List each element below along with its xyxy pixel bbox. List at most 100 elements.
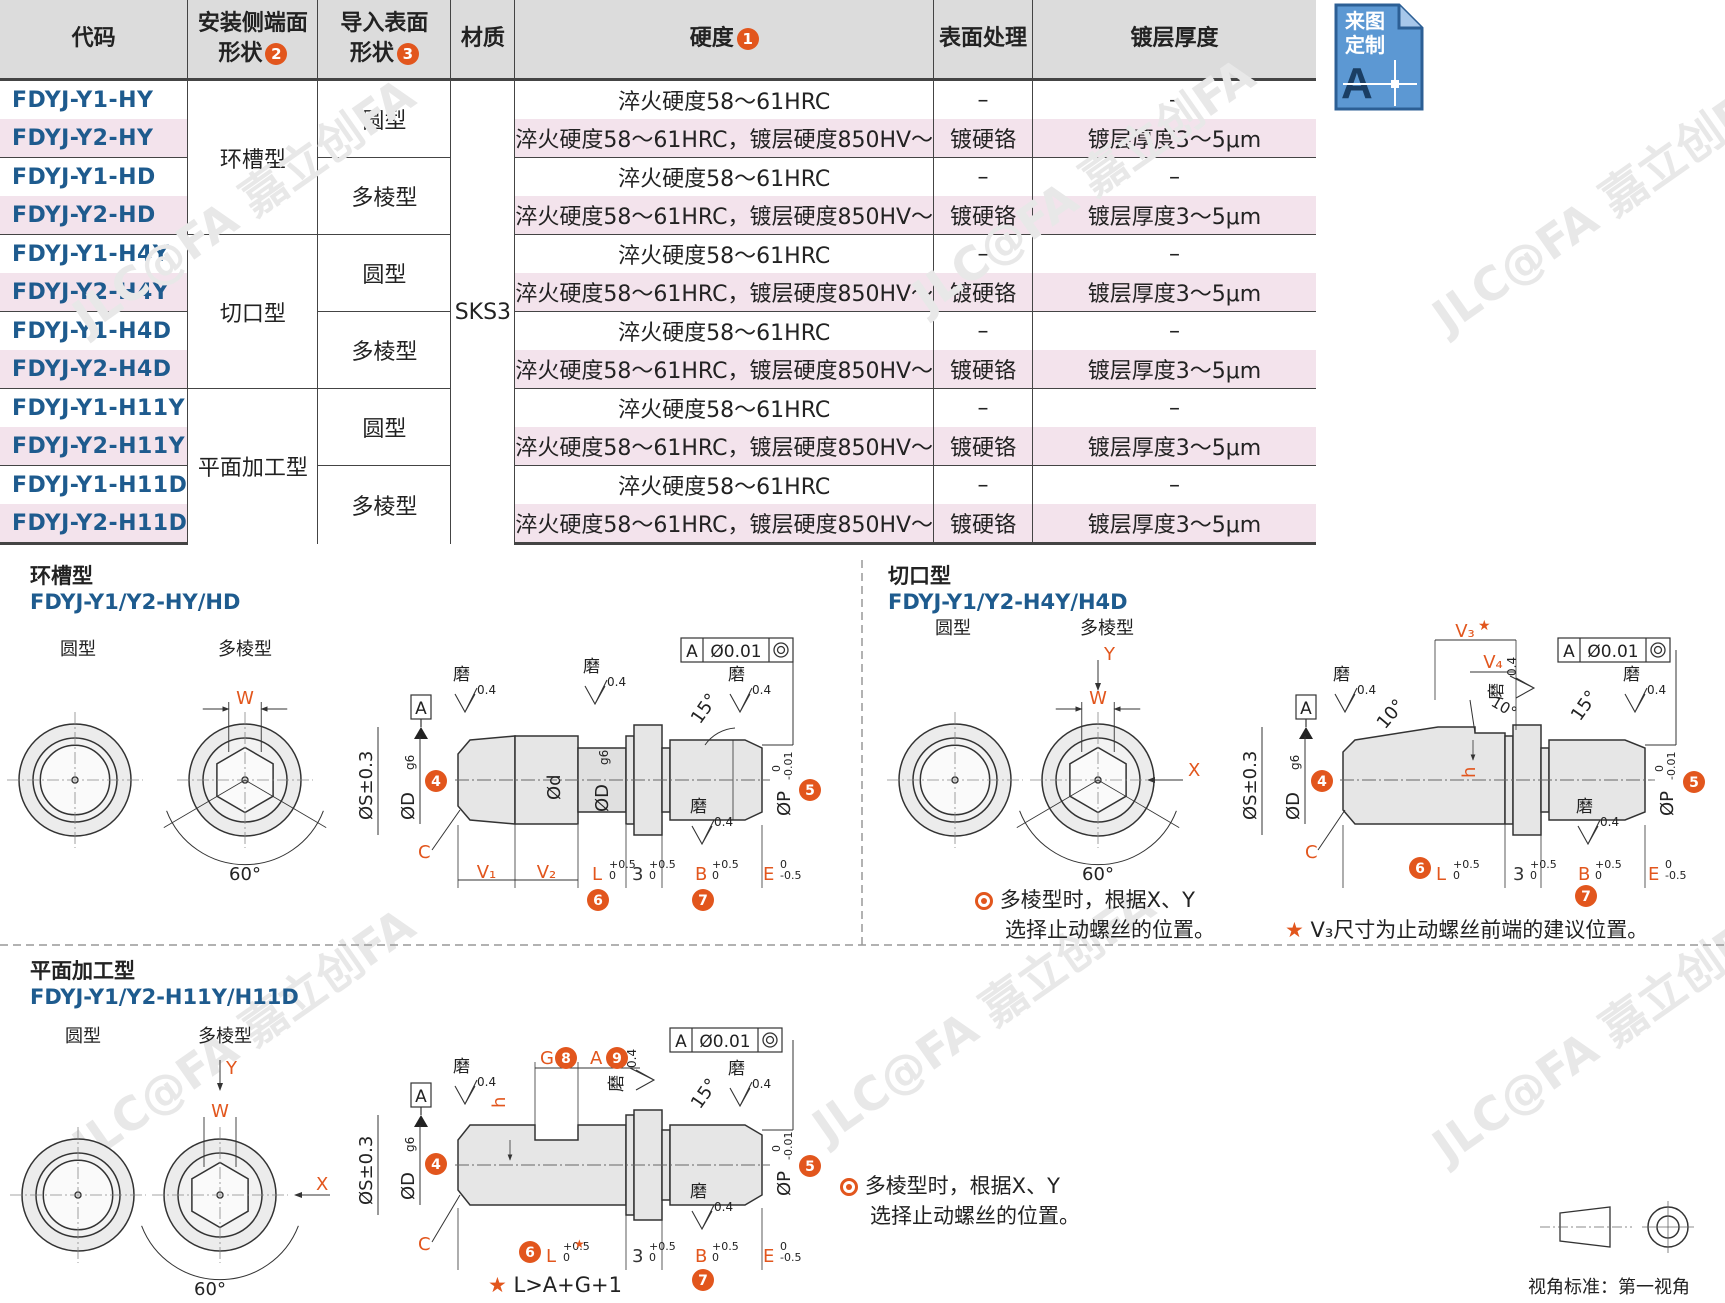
number-badge: [799, 1155, 821, 1177]
number-badge: [425, 1153, 447, 1175]
tol-lower: -0.5: [780, 869, 801, 882]
w-label: W: [211, 1101, 229, 1122]
grind-label: 磨: [1487, 683, 1507, 700]
number-badge-text: 8: [561, 1051, 571, 1067]
row-lead: 圆型: [317, 388, 452, 466]
tol-upper: 0: [780, 858, 787, 871]
dim-value: E: [1648, 864, 1659, 885]
row-surface: –: [933, 157, 1034, 196]
number-badge: [692, 1269, 714, 1291]
notch-round-label: 圆型: [935, 618, 971, 639]
roughness-value: 0.4: [1600, 815, 1619, 829]
flat-poly-label: 多棱型: [198, 1026, 252, 1047]
grind-label: 磨: [1623, 665, 1640, 685]
groove-title: 环槽型: [30, 564, 93, 588]
concentricity-symbol: [765, 1035, 775, 1045]
notch-code: FDYJ-Y1/Y2-H4Y/H4D: [888, 590, 1128, 614]
angle-15-label: 15°: [687, 1075, 723, 1113]
tolerance-value: Ø0.01: [710, 642, 761, 662]
number-badge-text: 9: [612, 1051, 622, 1067]
datum-triangle: [414, 727, 428, 739]
datum-label: A: [1563, 642, 1575, 662]
grind-symbol: 磨0.4: [453, 1057, 496, 1106]
datum-triangle: [414, 1115, 428, 1127]
roughness-mark: [454, 687, 478, 714]
tol-upper: +0.5: [609, 858, 636, 871]
dim-value: B: [1578, 864, 1590, 885]
roughness-mark: [584, 679, 608, 706]
row-hardness: 淬火硬度58～61HRC: [514, 311, 935, 350]
dim-value: B: [695, 864, 707, 885]
pin-guide: [1548, 739, 1646, 821]
tol-upper: 0: [1653, 765, 1666, 772]
grind-symbol: 磨0.4: [1576, 797, 1619, 846]
tol-lower: -0.01: [782, 1132, 795, 1160]
tol-upper: 0: [1665, 858, 1672, 871]
datum-label: A: [1300, 699, 1312, 719]
roughness-value: 0.4: [1357, 683, 1376, 697]
tol-lower: 0: [712, 1251, 719, 1264]
flat-round-label: 圆型: [65, 1026, 101, 1047]
tolerance-value: Ø0.01: [1587, 642, 1638, 662]
tolerance-value: Ø0.01: [699, 1032, 750, 1052]
tol-upper: +0.5: [649, 858, 676, 871]
roughness-value: 0.4: [752, 683, 771, 697]
concentricity-symbol: [773, 642, 789, 658]
g-dim: G: [540, 1048, 554, 1069]
angle-15-label: 15°: [1567, 687, 1603, 725]
line: [1016, 779, 1099, 828]
row-surface: –: [933, 311, 1034, 350]
header-surface: 表面处理: [933, 0, 1034, 81]
flat-code: FDYJ-Y1/Y2-H11Y/H11D: [30, 985, 299, 1009]
angle-arc: [1019, 810, 1177, 866]
row-code: FDYJ-Y1-H4D: [0, 311, 189, 350]
dim-value: 3: [1513, 864, 1524, 885]
row-thickness: –: [1032, 311, 1316, 350]
tol-lower: -0.5: [780, 1251, 801, 1264]
roughness-value: 0.4: [625, 1049, 639, 1068]
line: [163, 779, 246, 828]
datum-triangle: [1299, 727, 1313, 739]
roughness-mark: [1509, 675, 1536, 699]
tol-lower: 0: [712, 869, 719, 882]
row-surface: –: [933, 79, 1034, 119]
number-badge-text: 6: [1415, 861, 1425, 877]
row-code: FDYJ-Y2-HD: [0, 196, 189, 235]
number-badge-text: 4: [431, 1157, 441, 1173]
number-badge-text: 4: [1317, 774, 1327, 790]
dim-value: L: [1436, 864, 1446, 885]
s-dim: ØS±0.3: [1240, 751, 1261, 820]
number-badge: [1409, 857, 1431, 879]
grind-symbol: 磨0.4: [607, 1049, 656, 1092]
roughness-mark: [729, 687, 753, 714]
p-dim: ØP: [774, 791, 795, 816]
row-hardness: 淬火硬度58～61HRC: [514, 79, 935, 119]
grind-label: 磨: [583, 657, 600, 677]
tol-label: g6: [403, 755, 417, 770]
row-code: FDYJ-Y1-HD: [0, 157, 189, 196]
v3-dim: V₃: [1455, 621, 1475, 642]
tol-upper: +0.5: [563, 1240, 590, 1253]
number-badge: [587, 889, 609, 911]
x-label: X: [1188, 760, 1200, 781]
number-badge: [1311, 770, 1333, 792]
w-label: W: [236, 688, 254, 709]
row-hardness: 淬火硬度58～61HRC: [514, 388, 935, 427]
tol-upper: +0.5: [1453, 858, 1480, 871]
header-thickness: 镀层厚度: [1032, 0, 1316, 81]
grind-symbol: 磨0.4: [728, 1059, 771, 1108]
tol-upper: +0.5: [649, 1240, 676, 1253]
grind-label: 磨: [728, 1059, 745, 1079]
line: [244, 779, 327, 828]
concentricity-symbol: [762, 1032, 778, 1048]
dim-value: E: [763, 1246, 774, 1267]
row-thickness: –: [1032, 157, 1316, 196]
row-surface: 镀硬铬: [933, 119, 1034, 158]
